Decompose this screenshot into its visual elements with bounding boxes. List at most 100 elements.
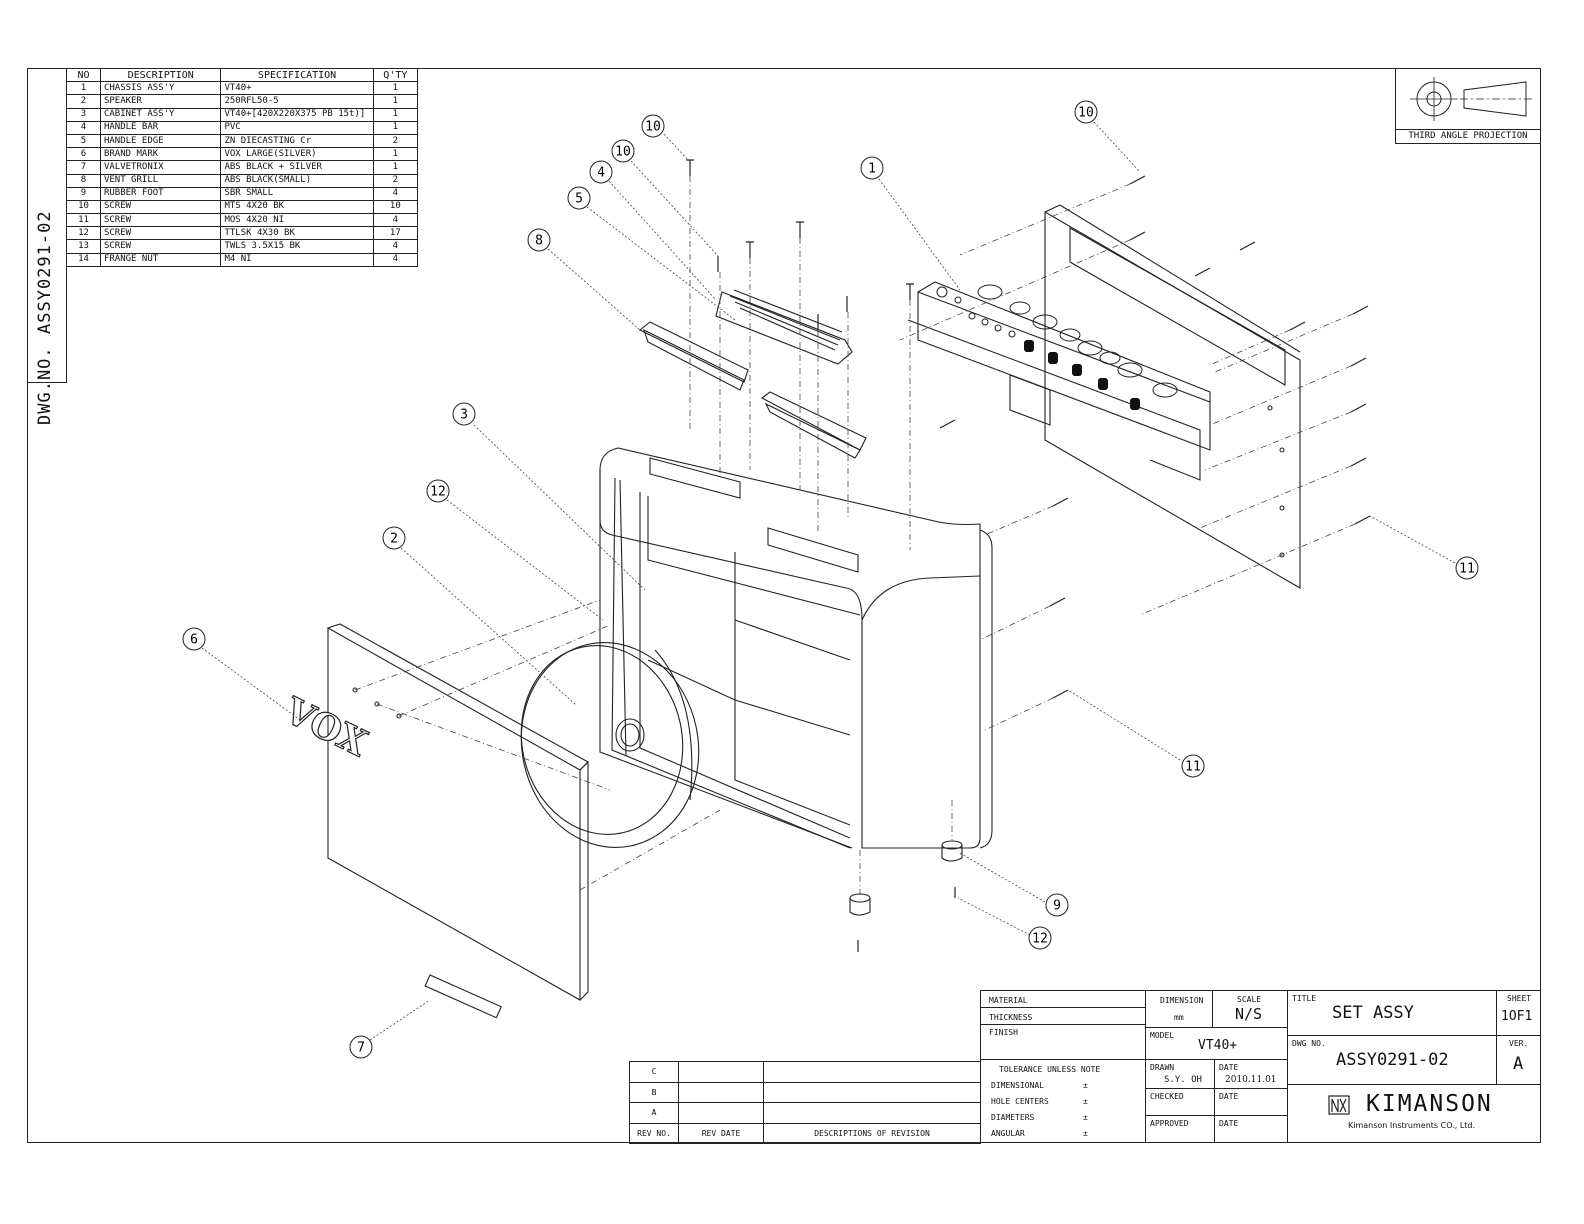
screws <box>686 159 1371 952</box>
callout-number: 10 <box>645 120 661 135</box>
callout-number: 10 <box>615 145 631 160</box>
bom-header-specification: SPECIFICATION <box>220 67 374 83</box>
bom-cell-specification: VT40+ <box>220 81 374 96</box>
bom-header-row: NO DESCRIPTION SPECIFICATION Q'TY <box>66 67 419 83</box>
vox-logo: VOX <box>277 689 374 765</box>
callout-number: 3 <box>460 408 468 423</box>
ver-value: A <box>1513 1054 1524 1074</box>
title-label: TITLE <box>1292 994 1317 1003</box>
callout-balloon: 12 <box>1028 926 1052 950</box>
valvetronix-badge <box>424 974 502 1019</box>
material-label: MATERIAL <box>989 996 1028 1005</box>
checked-date-label: DATE <box>1219 1092 1239 1101</box>
callout-number: 12 <box>430 485 446 500</box>
callout-balloon: 7 <box>349 1035 373 1059</box>
callout-balloon: 10 <box>1074 100 1098 124</box>
bom-cell-qty: 4 <box>372 252 419 267</box>
cabinet-assembly <box>599 447 993 849</box>
handle-assembly <box>715 289 853 365</box>
callout-leaders <box>201 121 1456 1041</box>
finish-label: FINISH <box>989 1028 1018 1037</box>
bom-cell-specification: 250RFL50-5 <box>220 94 374 109</box>
front-baffle <box>327 623 589 1001</box>
company-name: KIMANSON <box>1366 1091 1493 1117</box>
revision-row-a: A <box>629 1102 981 1124</box>
bom-cell-no: 1 <box>66 81 101 96</box>
callout-number: 2 <box>390 532 398 547</box>
bom-cell-description: CHASSIS ASS'Y <box>99 81 222 96</box>
callout-number: 12 <box>1032 932 1048 947</box>
callout-number: 9 <box>1053 899 1061 914</box>
model-label: MODEL <box>1150 1031 1175 1040</box>
approved-label: APPROVED <box>1150 1119 1189 1128</box>
rubber-feet <box>849 840 963 916</box>
bom-cell-description: SPEAKER <box>99 94 222 109</box>
thickness-label: THICKNESS <box>989 1013 1033 1022</box>
tolerance-diameters: DIAMETERS <box>991 1113 1035 1122</box>
speaker <box>520 642 700 848</box>
callout-balloon: 8 <box>527 228 551 252</box>
sheet-label: SHEET <box>1507 994 1532 1003</box>
title-value: SET ASSY <box>1332 1003 1414 1023</box>
tolerance-dimensional: DIMENSIONAL <box>991 1081 1044 1090</box>
pm-diameters: ± <box>1083 1113 1088 1122</box>
drawn-value: S.Y. OH <box>1164 1075 1202 1085</box>
dimension-label: DIMENSION <box>1160 996 1204 1005</box>
rev-date-header: REV DATE <box>678 1122 764 1144</box>
third-angle-projection-box: THIRD ANGLE PROJECTION <box>1395 68 1541 144</box>
dwg-no-value: ASSY0291-02 <box>1336 1050 1449 1070</box>
callout-balloon: 11 <box>1455 556 1479 580</box>
revision-row-c: C <box>629 1061 981 1083</box>
callout-number: 11 <box>1185 760 1201 775</box>
callout-balloon: 12 <box>426 479 450 503</box>
bom-cell-qty: 1 <box>372 81 419 96</box>
tolerance-angular: ANGULAR <box>991 1129 1025 1138</box>
chassis-assembly <box>907 281 1211 481</box>
revision-header-row: REV NO. REV DATE DESCRIPTIONS OF REVISIO… <box>629 1122 981 1144</box>
callout-balloon: 5 <box>567 186 591 210</box>
bom-cell-qty: 1 <box>372 94 419 109</box>
scale-label: SCALE <box>1237 995 1262 1004</box>
title-block: MATERIAL THICKNESS FINISH TOLERANCE UNLE… <box>980 990 1541 1143</box>
drawn-label: DRAWN <box>1150 1063 1175 1072</box>
assembly-lines <box>354 176 1356 895</box>
company-full-name: Kimanson Instruments CO., Ltd. <box>1348 1121 1476 1130</box>
callout-number: 5 <box>575 192 583 207</box>
sheet-value: 1OF1 <box>1501 1009 1533 1024</box>
revision-row-b: B <box>629 1081 981 1103</box>
rev-description-header: DESCRIPTIONS OF REVISION <box>763 1122 981 1144</box>
bom-cell-no: 3 <box>66 107 101 122</box>
callout-balloon: 9 <box>1045 893 1069 917</box>
model-value: VT40+ <box>1198 1038 1238 1053</box>
drawn-date-label: DATE <box>1219 1063 1239 1072</box>
callout-number: 4 <box>597 166 605 181</box>
callout-balloon: 2 <box>382 526 406 550</box>
projection-label: THIRD ANGLE PROJECTION <box>1396 129 1540 143</box>
callout-number: 6 <box>190 633 198 648</box>
vent-grills <box>638 321 867 459</box>
bom-cell-qty: 1 <box>372 107 419 122</box>
callout-balloon: 10 <box>641 114 665 138</box>
callout-number: 1 <box>868 162 876 177</box>
projection-symbol-icon <box>1410 77 1532 121</box>
bom-header-qty: Q'TY <box>372 67 419 83</box>
tolerance-hole-centers: HOLE CENTERS <box>991 1097 1049 1106</box>
kimanson-logo-icon <box>1328 1095 1350 1115</box>
callout-number: 11 <box>1459 562 1475 577</box>
approved-date-label: DATE <box>1219 1119 1239 1128</box>
callout-number: 8 <box>535 234 543 249</box>
bom-header-description: DESCRIPTION <box>99 67 222 83</box>
callout-balloon: 3 <box>452 402 476 426</box>
